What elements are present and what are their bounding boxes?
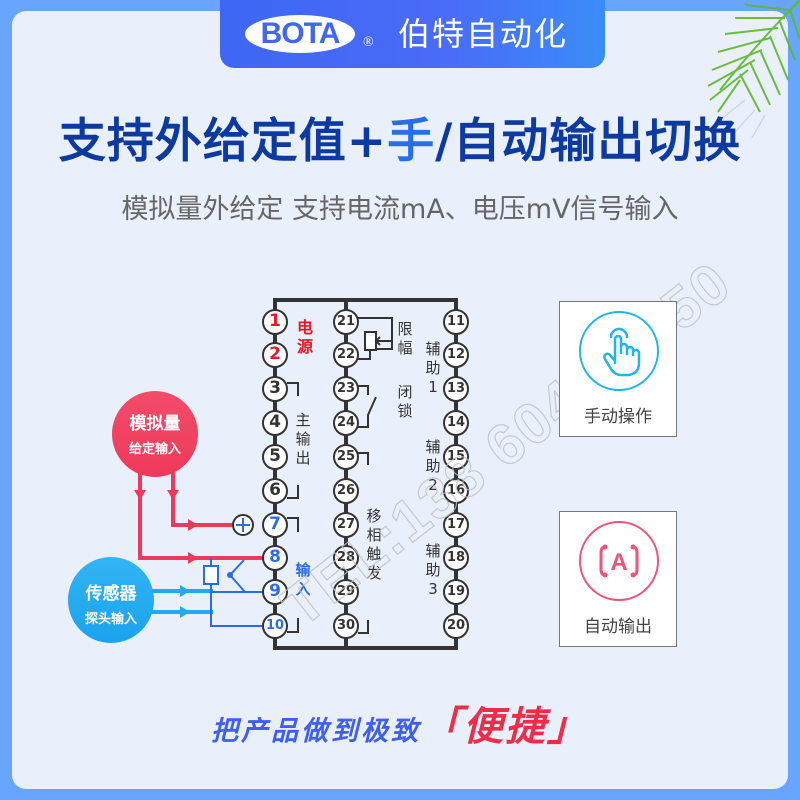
terminal-16: 16 (443, 478, 469, 504)
terminal-29: 29 (333, 579, 359, 605)
label-aux1: 辅助1 (425, 340, 441, 396)
label-aux3: 辅助3 (425, 542, 441, 598)
auto-output-card: A 自动输出 (559, 511, 677, 647)
terminal-23: 23 (333, 376, 359, 402)
headline-part2: 手 (387, 114, 436, 169)
terminal-18: 18 (443, 545, 469, 571)
terminal-20: 20 (443, 613, 469, 639)
terminal-10: 10 (262, 613, 288, 639)
label-aux2: 辅助2 (425, 438, 441, 494)
label-input: 输入 (295, 561, 311, 598)
terminal-9: 9 (262, 579, 288, 605)
analog-bubble-title: 模拟量 (129, 414, 181, 434)
terminal-30: 30 (333, 613, 359, 639)
label-limit: 限幅 (397, 320, 413, 357)
terminal-1: 1 (262, 309, 288, 335)
terminal-15: 15 (443, 444, 469, 470)
slogan: 把产品做到极致「便捷」 (0, 705, 800, 757)
headline: 支持外给定值+手/自动输出切换 (0, 112, 800, 172)
terminal-12: 12 (443, 342, 469, 368)
terminal-7: 7 (262, 512, 288, 538)
subtitle: 模拟量外给定 支持电流mA、电压mV信号输入 (121, 194, 679, 225)
sensor-input-bubble: 传感器 探头输入 (68, 557, 154, 643)
analog-input-bubble: 模拟量 给定输入 (112, 391, 198, 477)
terminal-6: 6 (262, 478, 288, 504)
terminal-25: 25 (333, 444, 359, 470)
logo-oval (245, 15, 355, 53)
sensor-bubble-subtitle: 探头输入 (84, 612, 137, 627)
terminal-17: 17 (443, 512, 469, 538)
company-name: 伯特自动化 (398, 15, 569, 53)
label-power: 电源 (296, 318, 313, 356)
terminal-26: 26 (333, 478, 359, 504)
terminal-11: 11 (443, 309, 469, 335)
terminal-2: 2 (262, 342, 288, 368)
terminal-21: 21 (333, 309, 359, 335)
logo-text: BOTA (260, 17, 341, 50)
terminal-3: 3 (262, 376, 288, 402)
manual-operation-label: 手动操作 (584, 407, 652, 427)
terminal-22: 22 (333, 342, 359, 368)
terminal-14: 14 (443, 410, 469, 436)
terminal-24: 24 (333, 410, 359, 436)
headline-part1: 支持外给定值+ (58, 114, 388, 169)
slogan-text: 把产品做到极致 (211, 716, 421, 747)
terminal-13: 13 (443, 376, 469, 402)
label-main-output: 主输出 (295, 411, 311, 467)
terminal-19: 19 (443, 579, 469, 605)
sensor-bubble-title: 传感器 (85, 584, 137, 604)
slogan-highlight: 「便捷」 (421, 704, 589, 750)
registered-mark: ® (363, 35, 374, 50)
auto-output-label: 自动输出 (584, 617, 652, 637)
label-lock: 闭锁 (397, 383, 413, 420)
analog-bubble-subtitle: 给定输入 (128, 442, 181, 457)
headline-part3: /自动输出切换 (435, 114, 742, 169)
terminal-8: 8 (262, 545, 288, 571)
terminal-5: 5 (262, 444, 288, 470)
manual-operation-card: 手动操作 (559, 301, 677, 437)
terminal-4: 4 (262, 410, 288, 436)
terminal-28: 28 (333, 545, 359, 571)
label-phase-trigger: 移相触发 (366, 507, 382, 582)
terminal-27: 27 (333, 512, 359, 538)
svg-text:A: A (610, 549, 627, 576)
hand-tap-icon (579, 311, 659, 391)
auto-a-icon: A (579, 521, 659, 601)
